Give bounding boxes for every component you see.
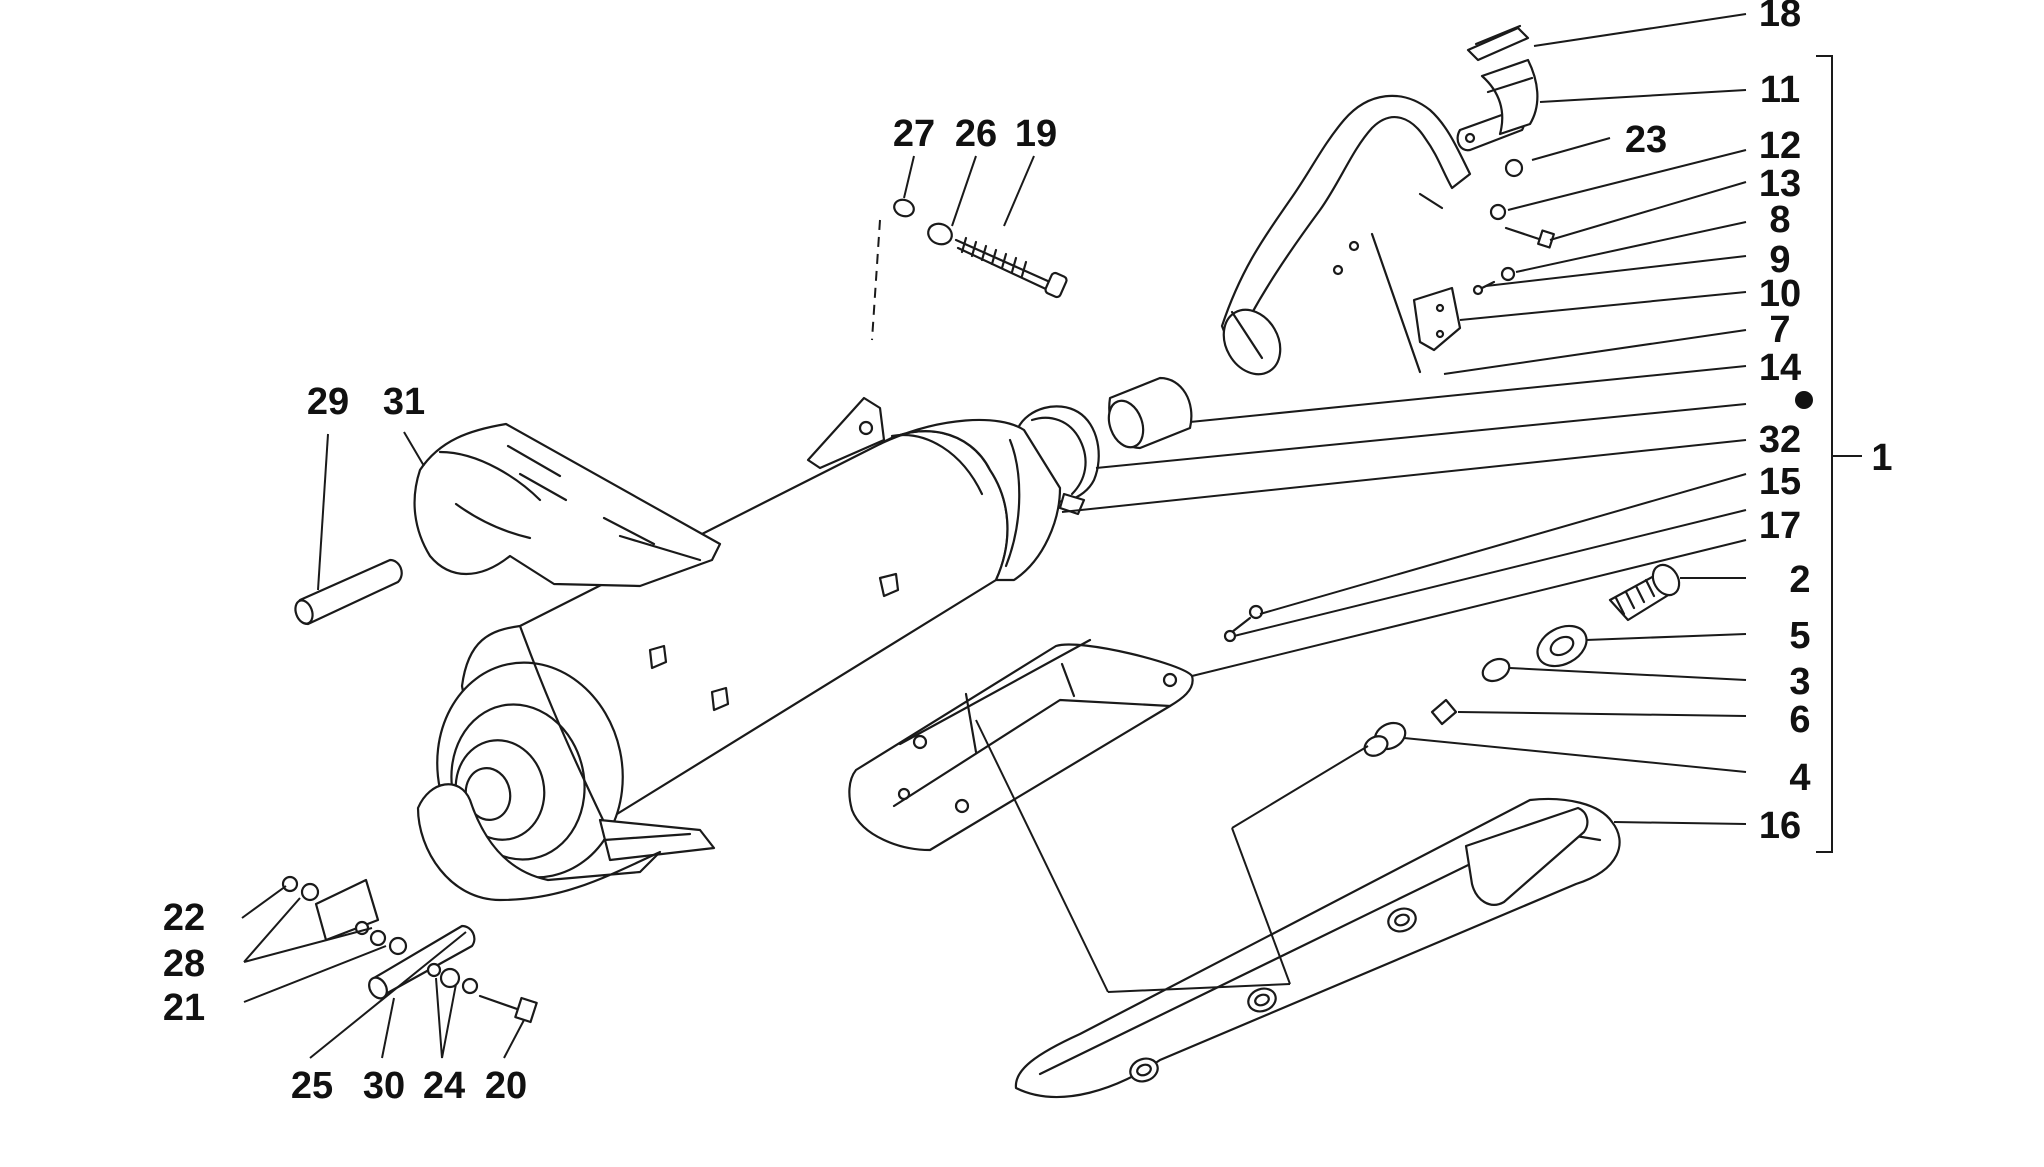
- assembly-axis-right: [1231, 827, 1291, 985]
- part-23-nut: [1504, 158, 1524, 178]
- part-14-gasket: [1107, 376, 1193, 450]
- callout-25: 25: [291, 1065, 333, 1107]
- part-9-washer: [1472, 284, 1484, 296]
- part-28-washer: [300, 882, 320, 902]
- callout-1: 1: [1871, 437, 1892, 479]
- callout-13: 13: [1759, 163, 1801, 205]
- callout-28: 28: [163, 943, 205, 985]
- callout-26: 26: [955, 113, 997, 155]
- callout-14: 14: [1759, 347, 1801, 389]
- callout-5: 5: [1789, 615, 1810, 657]
- callout-22: 22: [163, 897, 205, 939]
- lower-heat-shield: [848, 638, 1194, 852]
- part-27-washer: [893, 198, 915, 218]
- part-13-bolt: [1504, 226, 1555, 249]
- part-15-screw: [1230, 604, 1264, 634]
- assembly-axis-bottom: [1107, 983, 1291, 993]
- part-2-bolt: [1608, 563, 1681, 622]
- callout-31: 31: [383, 381, 425, 423]
- callout-2: 2: [1789, 559, 1810, 601]
- part-3-washer: [1481, 657, 1511, 683]
- callout-9: 9: [1769, 239, 1790, 281]
- part-22-nut: [281, 875, 299, 893]
- muffler: [416, 396, 1062, 902]
- part-4-bushing: [1363, 721, 1407, 757]
- callout-19: 19: [1015, 113, 1057, 155]
- part-10-bracket: [1412, 286, 1462, 352]
- part-16-long-shield: [1014, 797, 1621, 1099]
- callout-12: 12: [1759, 125, 1801, 167]
- callout-23: 23: [1625, 119, 1667, 161]
- callout-8: 8: [1769, 199, 1790, 241]
- part-11-exhaust-pipe: [1220, 58, 1539, 376]
- assembly-axis-left: [975, 719, 1109, 993]
- callout-6: 6: [1789, 699, 1810, 741]
- callout-18: 18: [1759, 0, 1801, 35]
- callout-labels: 18 11 23 12 13 8 9 10 7 14 32 1 15 17 2 …: [163, 0, 1893, 1107]
- callout-21: 21: [163, 987, 205, 1029]
- part-31-heat-shield: [413, 422, 722, 588]
- callout-20: 20: [485, 1065, 527, 1107]
- part-26-washer: [927, 222, 953, 246]
- part-21-bracket: [314, 878, 408, 956]
- callout-27: 27: [893, 113, 935, 155]
- assembly-axis-19: [871, 219, 881, 341]
- callout-7: 7: [1769, 309, 1790, 351]
- callout-30: 30: [363, 1065, 405, 1107]
- part-12-nut: [1489, 203, 1507, 221]
- assembly-axis-bushing: [1231, 745, 1369, 829]
- bracket-strut: [1370, 232, 1422, 374]
- callout-11: 11: [1760, 69, 1800, 111]
- part-6-spacer: [1430, 698, 1458, 726]
- part-20-bolt: [478, 994, 538, 1024]
- callout-15: 15: [1759, 461, 1801, 503]
- callout-3: 3: [1789, 661, 1810, 703]
- callout-17: 17: [1759, 505, 1801, 547]
- callout-32: 32: [1759, 419, 1801, 461]
- callout-16: 16: [1759, 805, 1801, 847]
- callout-24: 24: [423, 1065, 465, 1107]
- callout-4: 4: [1789, 757, 1810, 799]
- callout-29: 29: [307, 381, 349, 423]
- part-24-washers: [426, 962, 479, 995]
- part-8-bolt: [1476, 266, 1516, 292]
- part-5-grommet: [1536, 624, 1588, 668]
- part-29-spacer: [294, 558, 403, 626]
- leader-lines: [241, 13, 1862, 1059]
- callout-10: 10: [1759, 273, 1801, 315]
- bullet-marker: [1795, 391, 1813, 409]
- part-19-screw: [954, 236, 1068, 299]
- part-18-label-plate: [1466, 24, 1530, 62]
- part-17-washer: [1223, 629, 1237, 643]
